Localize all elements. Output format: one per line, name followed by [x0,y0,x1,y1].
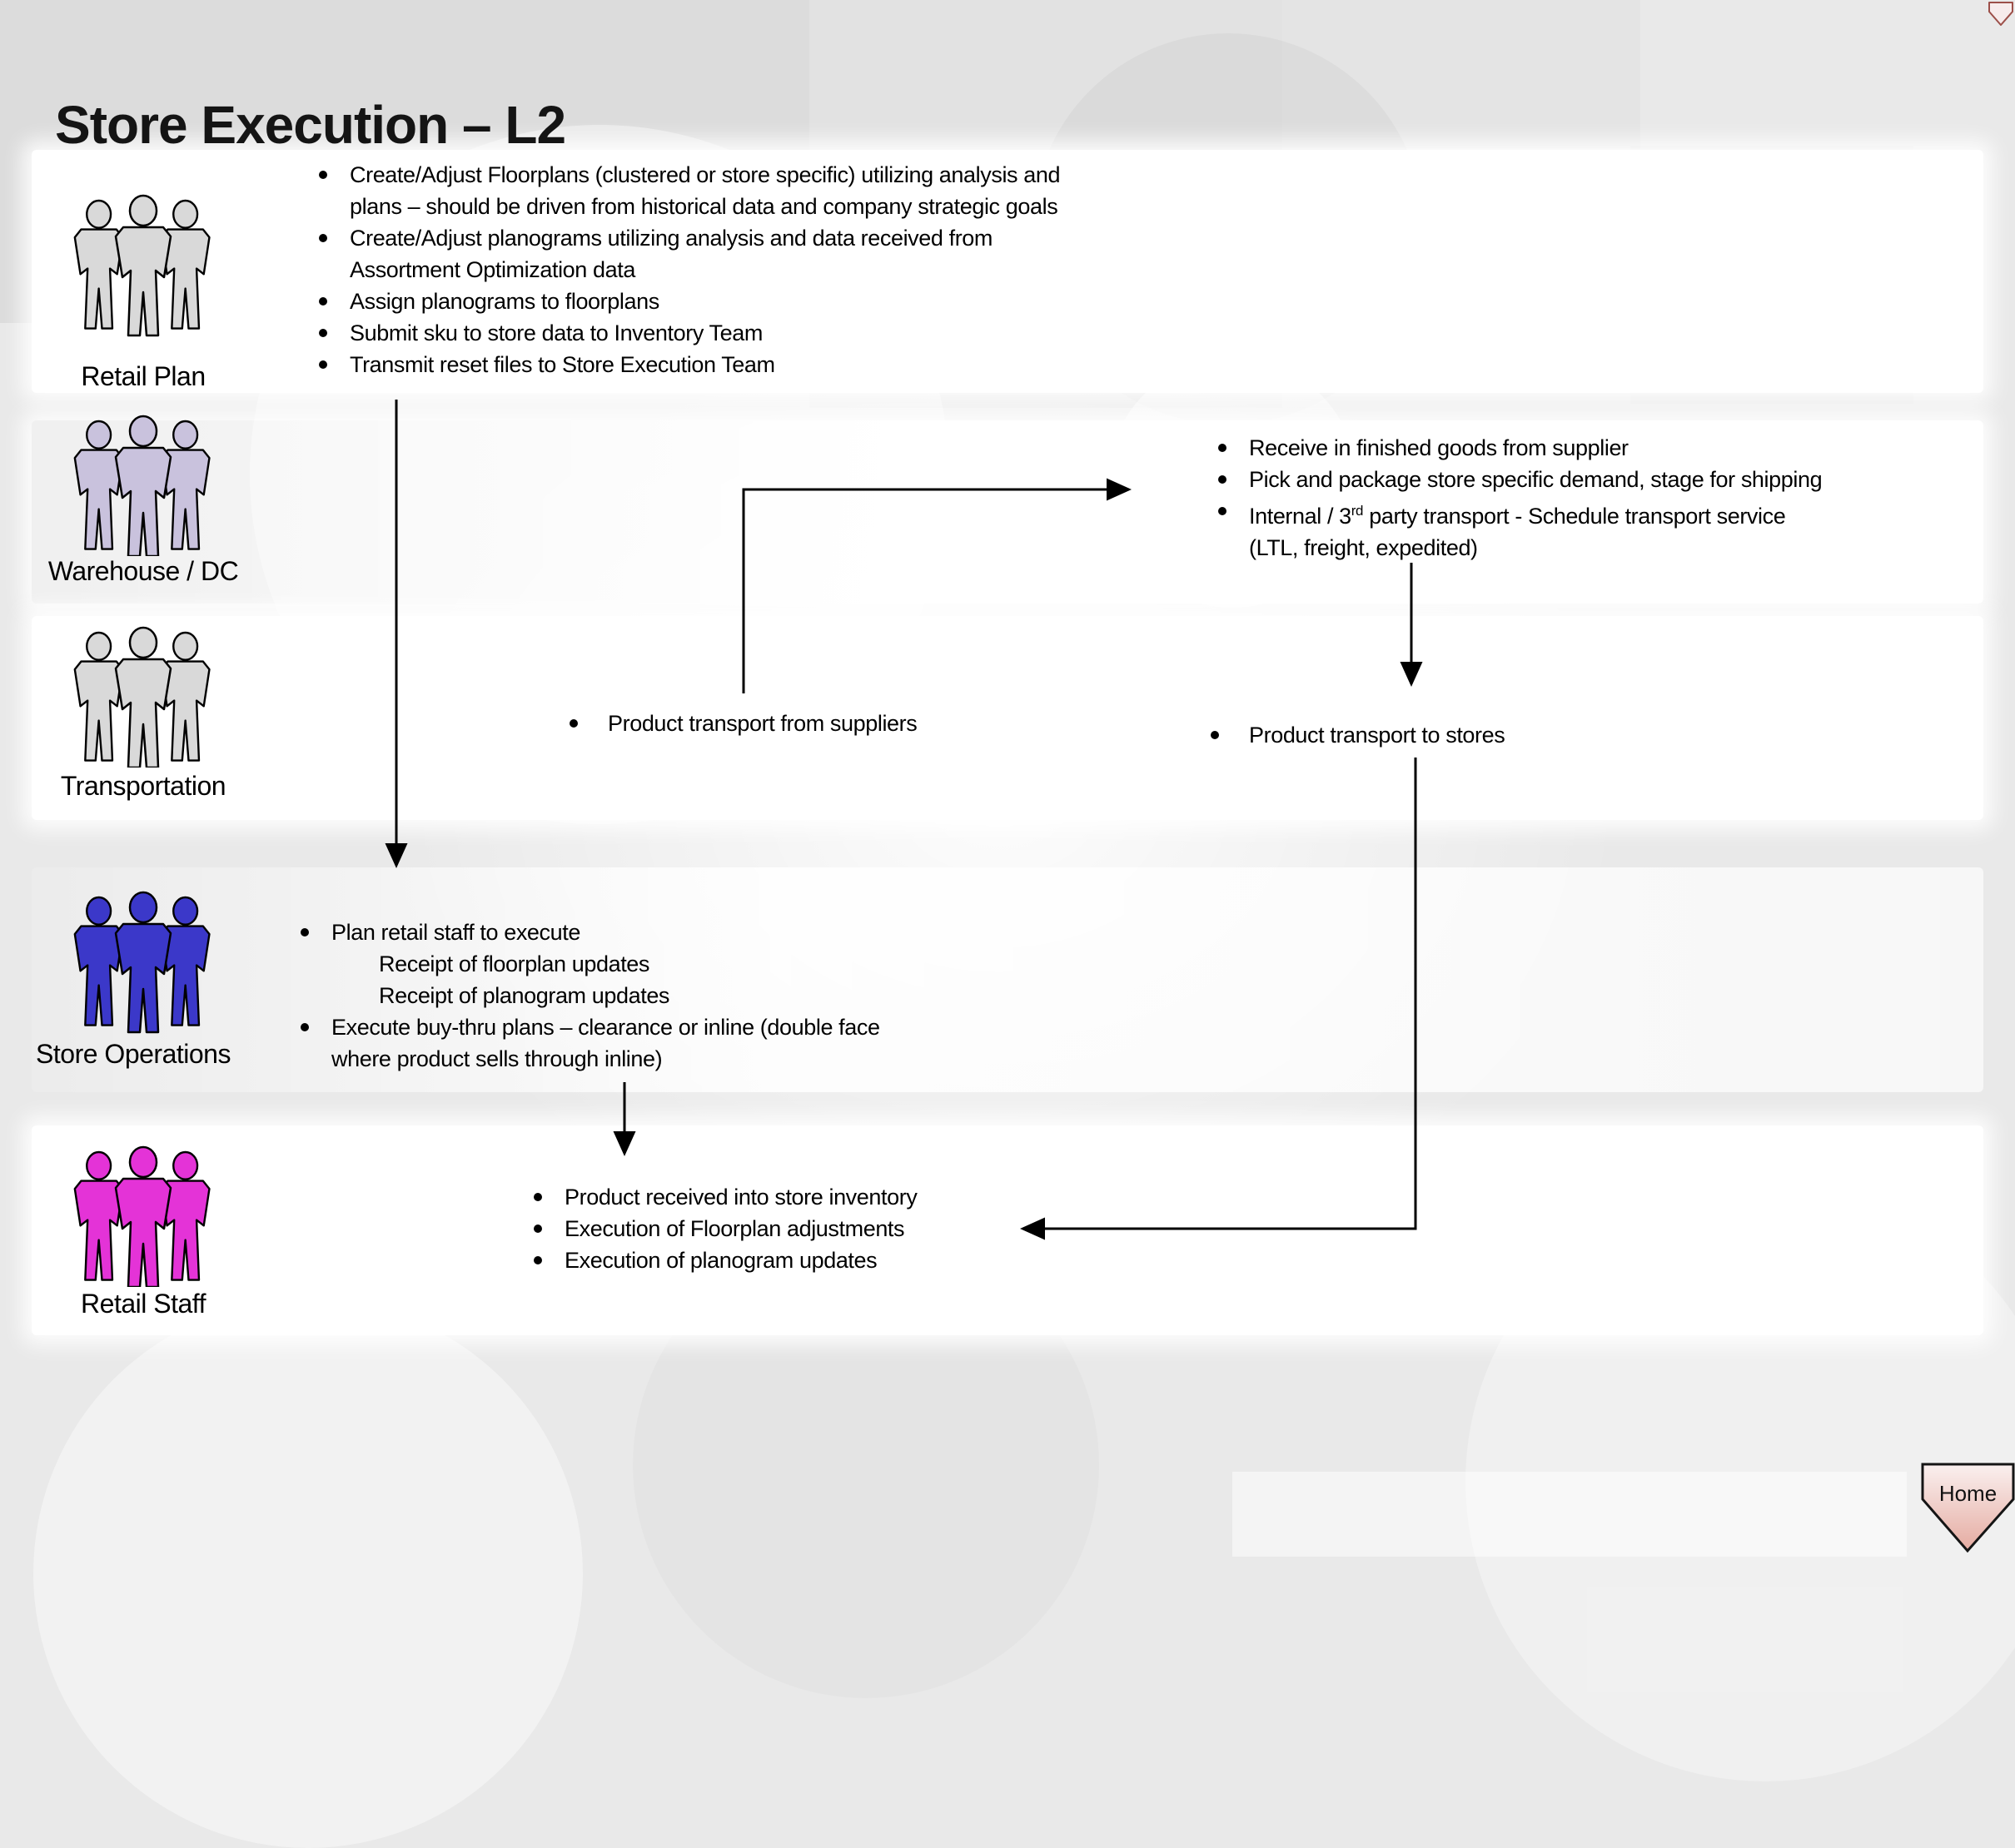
bullet-line: plans – should be driven from historical… [350,194,1058,219]
warehouse-dc-people-icon [70,413,216,556]
lane-label-retail-staff: Retail Staff [81,1289,206,1319]
lane-label-retail-plan: Retail Plan [81,361,206,391]
store-operations-people-icon [70,884,216,1037]
background-circle [33,1299,583,1848]
retail-staff-people-icon [70,1144,216,1287]
background-rect [1232,1472,1907,1557]
lane-label-warehouse-dc: Warehouse / DC [47,556,239,586]
bullet-line: Assign planograms to floorplans [318,286,1060,317]
bullet-line: Submit sku to store data to Inventory Te… [318,317,1060,349]
bullet-product-transport-from-suppliers: Product transport from suppliers [569,708,918,739]
bullet-line: Execute buy-thru plans – clearance or in… [301,1011,880,1043]
bullet-line: Receive in finished goods from supplier [1217,432,1822,464]
lane-label-store-operations: Store Operations [36,1039,231,1069]
bullet-line: (LTL, freight, expedited) [1249,535,1478,560]
lane-band-retail-plan [32,150,1983,393]
bullet-line: Execution of Floorplan adjustments [533,1213,917,1244]
bullet-line: Transmit reset files to Store Execution … [318,349,1060,380]
lane-label-transportation: Transportation [60,771,226,801]
bullet-line: where product sells through inline) [331,1046,663,1071]
bullet-product-transport-to-stores: Product transport to stores [1210,719,1505,751]
transportation-people-icon [70,624,216,768]
bullet-line: Receipt of planogram updates [379,983,670,1008]
bullet-line: Create/Adjust Floorplans (clustered or s… [318,159,1061,191]
lane-band-store-operations [32,867,1983,1092]
retail-plan-people-icon [70,176,216,351]
home-button-label: Home [1938,1481,1998,1506]
lane-band-retail-staff [32,1125,1983,1335]
bullet-line: Execution of planogram updates [533,1244,917,1276]
bullet-line: Receipt of floorplan updates [379,951,650,976]
bullet-line: Plan retail staff to execute [301,917,880,948]
home-button-shape [1921,1463,2015,1553]
background-rect [1282,0,1640,148]
lane-band-transportation [32,616,1983,820]
page-title: Store Execution – L2 [55,94,566,155]
bullet-line: Assortment Optimization data [350,257,635,282]
bullet-line: Product received into store inventory [533,1181,918,1213]
retail-plan-bullet-list: Create/Adjust Floorplans (clustered or s… [318,159,1061,380]
mini-nav-pentagon-icon[interactable] [1988,2,2013,27]
bullet-line: Create/Adjust planograms utilizing analy… [318,222,1060,254]
bullet-line: Pick and package store specific demand, … [1217,464,1823,495]
slide-store-execution-l2: { "title": "Store Execution – L2", "nav"… [0,0,2015,1557]
home-button[interactable]: Home [1921,1463,2015,1554]
bullet-line: Internal / 3rd party transport - Schedul… [1217,495,1822,532]
